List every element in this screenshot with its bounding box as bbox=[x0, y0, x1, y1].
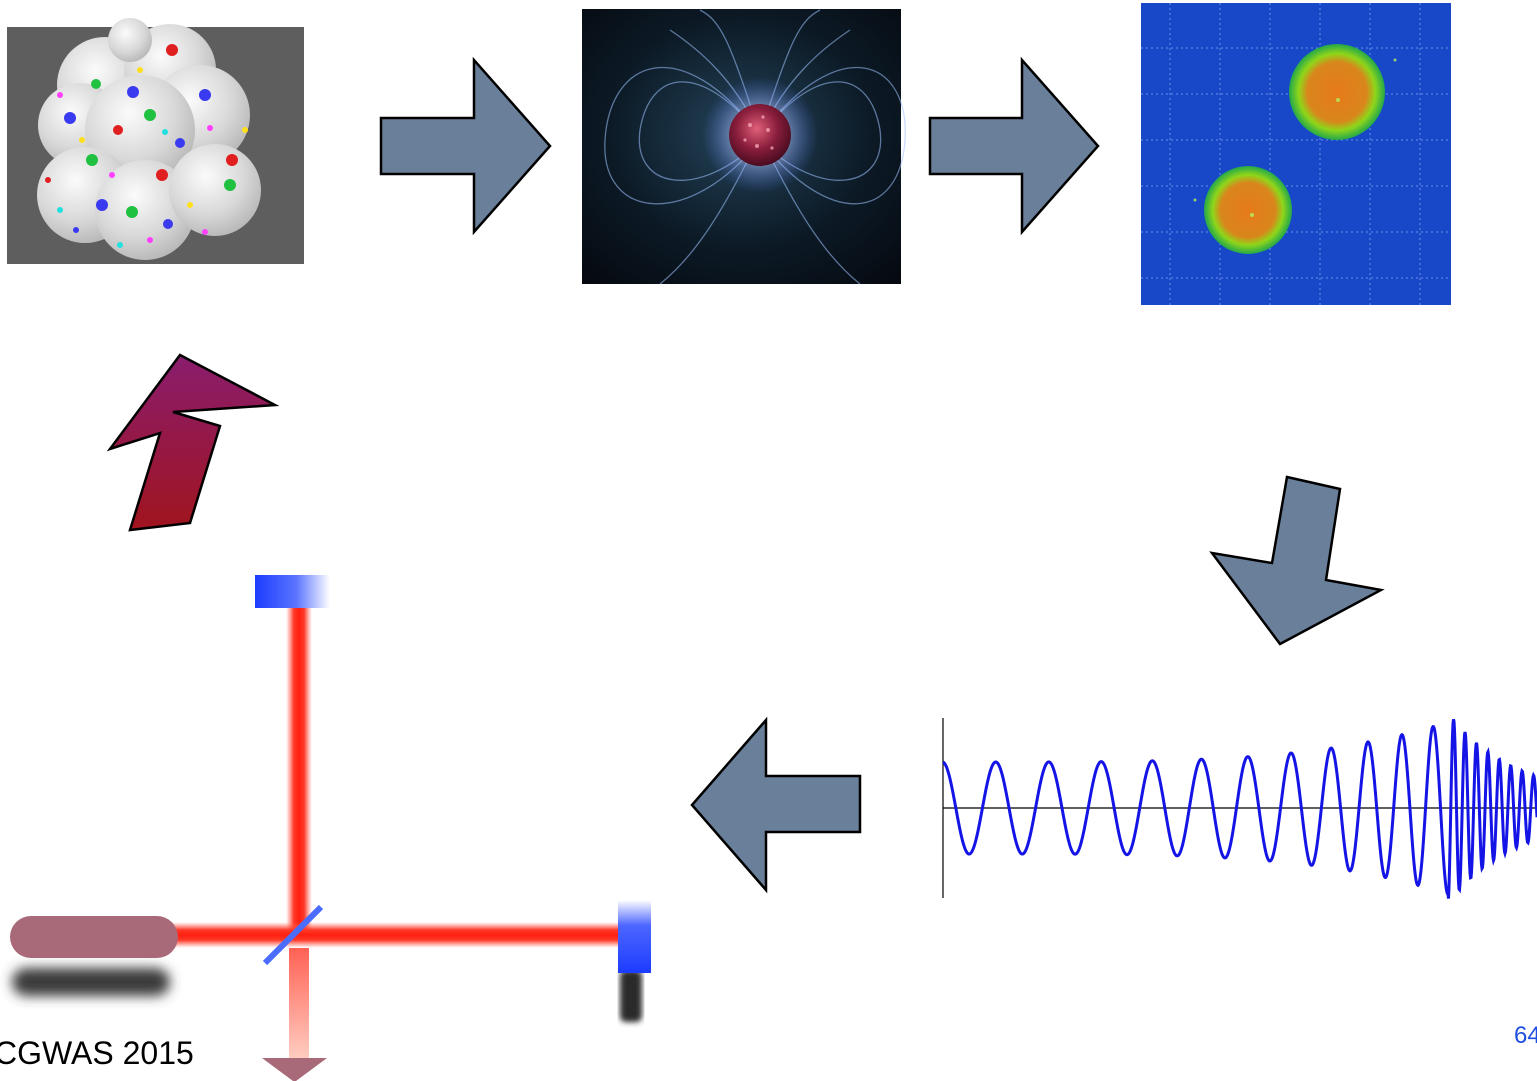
arrow-down-left bbox=[1212, 477, 1381, 644]
waveform-curve bbox=[943, 719, 1537, 898]
end-mirror-top bbox=[255, 575, 330, 608]
end-mirror-right bbox=[618, 900, 651, 973]
laser-beam-vertical bbox=[286, 607, 312, 935]
arrow-up-maroon bbox=[110, 355, 275, 530]
arrow-right-1 bbox=[381, 60, 550, 232]
interferometer-diagram bbox=[10, 575, 651, 1081]
mirror-shadow bbox=[620, 970, 642, 1022]
neutron-star-blob-2 bbox=[1204, 166, 1292, 254]
arrow-right-2 bbox=[930, 60, 1098, 232]
arrow-left bbox=[692, 720, 860, 890]
gravitational-waveform bbox=[943, 718, 1537, 899]
photodetector bbox=[262, 1058, 327, 1081]
laser-beam-horizontal bbox=[170, 922, 618, 948]
footer-conference-label: CGWAS 2015 bbox=[0, 1035, 194, 1072]
laser-body bbox=[10, 916, 178, 958]
binary-merger-simulation-image bbox=[1141, 3, 1451, 305]
nucleus-image bbox=[7, 18, 304, 264]
laser-shadow bbox=[12, 968, 170, 996]
laser-beam-output bbox=[289, 948, 309, 1058]
neutron-star-image bbox=[582, 9, 905, 284]
page-number: 64 bbox=[1514, 1022, 1537, 1050]
neutron-star-blob-1 bbox=[1289, 44, 1385, 140]
